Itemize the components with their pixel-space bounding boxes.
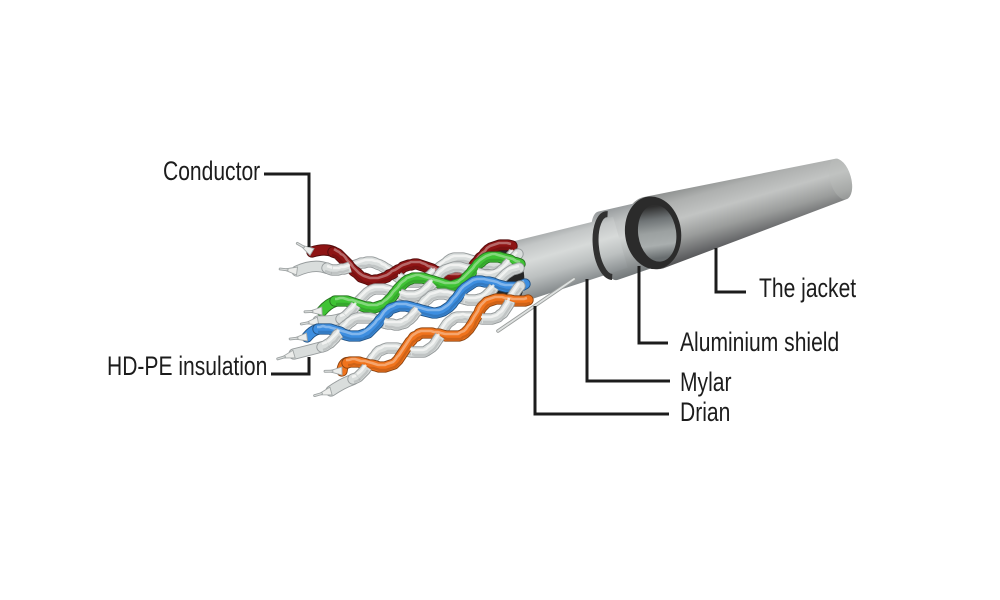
wire-strand xyxy=(289,337,298,340)
wire-strand xyxy=(409,333,444,357)
wire-strand xyxy=(314,393,322,397)
label-mylar: Mylar xyxy=(680,367,732,397)
wire-strand xyxy=(497,278,575,332)
wire-strand xyxy=(296,242,304,248)
shield-cut-ring xyxy=(592,211,613,281)
wire-strand xyxy=(277,356,285,360)
cut-ring-face xyxy=(637,204,677,262)
wire-strand xyxy=(328,335,341,349)
wire-strand xyxy=(342,302,360,320)
wire-strand xyxy=(333,263,351,270)
label-conductor: Conductor xyxy=(163,156,261,186)
cable-jacket xyxy=(624,158,853,270)
drain-wire xyxy=(496,277,576,333)
wire-strand xyxy=(483,302,514,324)
jacket-cut-ring xyxy=(624,196,682,270)
wire-strand xyxy=(346,295,528,367)
wire-strand xyxy=(279,268,288,271)
label-drian: Drian xyxy=(680,397,731,427)
wire-strand xyxy=(336,258,522,313)
label-hdpe-insulation: HD-PE insulation xyxy=(107,351,268,381)
wire-strand xyxy=(326,329,341,344)
jacket-tip-cap xyxy=(828,158,853,200)
leader-mylar xyxy=(585,279,670,383)
wire-strand xyxy=(384,312,420,330)
wire-strand xyxy=(411,338,442,357)
wire-strand xyxy=(481,297,511,319)
wire-strand xyxy=(330,262,352,275)
wire-strand xyxy=(409,333,441,352)
wire-strand xyxy=(463,284,495,300)
wire-strand xyxy=(462,284,498,305)
wire-strand xyxy=(475,258,514,280)
leader-jacket xyxy=(714,248,746,294)
label-jacket: The jacket xyxy=(759,273,857,303)
wire-strand xyxy=(480,299,515,324)
wire-strand xyxy=(356,364,367,376)
wire-strand xyxy=(398,279,437,301)
wire-strand xyxy=(383,307,419,324)
twisted-pair-blue xyxy=(276,262,531,361)
leader-drian xyxy=(533,306,669,416)
twisted-pair-green xyxy=(299,248,526,327)
wire-strand xyxy=(317,277,525,336)
leader-conductor xyxy=(264,172,311,247)
wire-strand xyxy=(398,279,434,296)
label-aluminium-shield: Aluminium shield xyxy=(680,327,840,357)
leader-hdpe-insulation xyxy=(271,357,311,376)
wire-strand xyxy=(300,322,309,325)
wire-strand xyxy=(325,329,343,349)
wire-strand xyxy=(331,268,350,275)
wire-strand xyxy=(344,302,357,315)
wire-strand xyxy=(354,364,371,381)
wire-strand xyxy=(476,259,511,275)
leader-aluminium-shield xyxy=(637,266,668,345)
wire-strand xyxy=(330,252,525,313)
wire-strand xyxy=(358,369,369,381)
twisted-pair-orange xyxy=(313,280,534,397)
wire-strand xyxy=(382,306,422,330)
wire-strand xyxy=(335,252,521,307)
